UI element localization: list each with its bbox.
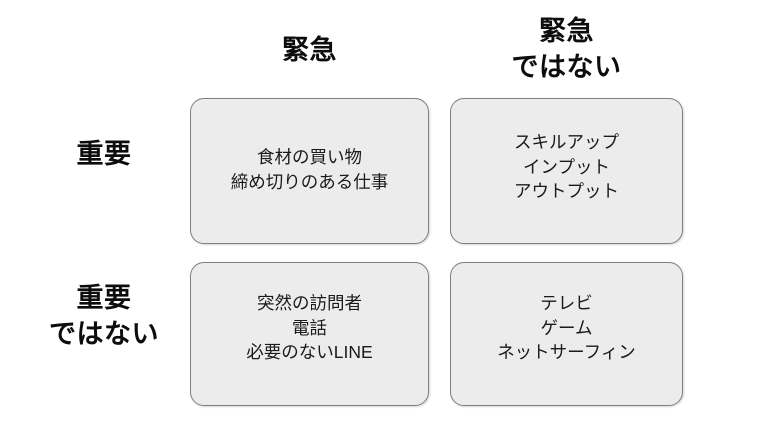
row-header-important: 重要 xyxy=(76,139,132,169)
column-header-urgent: 緊急 xyxy=(282,35,337,65)
quadrant-important-not-urgent: スキルアップ インプット アウトプット xyxy=(450,98,683,244)
quadrant-important-not-urgent-text: スキルアップ インプット アウトプット xyxy=(514,131,619,202)
column-header-not-urgent: 緊急 ではない xyxy=(511,16,622,82)
quadrant-not-important-not-urgent: テレビ ゲーム ネットサーフィン xyxy=(450,262,683,406)
quadrant-important-urgent: 食材の買い物 締め切りのある仕事 xyxy=(190,98,429,244)
quadrant-not-important-urgent-text: 突然の訪問者 電話 必要のないLINE xyxy=(246,292,373,363)
row-header-not-important: 重要 ではない xyxy=(49,283,159,349)
quadrant-important-urgent-text: 食材の買い物 締め切りのある仕事 xyxy=(230,147,389,192)
quadrant-not-important-urgent: 突然の訪問者 電話 必要のないLINE xyxy=(190,262,429,406)
quadrant-not-important-not-urgent-text: テレビ ゲーム ネットサーフィン xyxy=(497,292,636,363)
